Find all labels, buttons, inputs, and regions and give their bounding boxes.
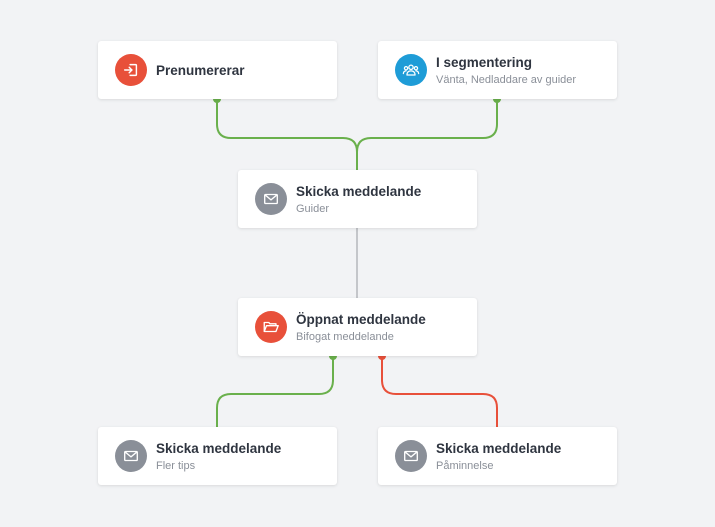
connector-subscribe-to-send [216, 99, 358, 170]
enter-icon [115, 54, 147, 86]
group-icon [395, 54, 427, 86]
node-in-segment[interactable]: I segmentering Vänta, Nedladdare av guid… [378, 41, 617, 99]
mail-icon [395, 440, 427, 472]
connector-opened-to-reminder [381, 356, 498, 427]
node-subtitle: Påminnelse [436, 460, 494, 472]
node-send-message-reminder[interactable]: Skicka meddelande Påminnelse [378, 427, 617, 485]
folder-open-icon [255, 311, 287, 343]
node-subtitle: Vänta, Nedladdare av guider [436, 74, 577, 86]
connector-segment-to-send [356, 99, 498, 170]
mail-icon [255, 183, 287, 215]
node-title: Skicka meddelande [296, 184, 422, 199]
connector-opened-to-more-tips [216, 356, 334, 427]
node-title: Öppnat meddelande [296, 312, 426, 327]
node-send-message-guides[interactable]: Skicka meddelande Guider [238, 170, 477, 228]
mail-icon [115, 440, 147, 472]
node-subtitle: Guider [296, 203, 330, 215]
node-title: Skicka meddelande [156, 441, 282, 456]
node-opened-message[interactable]: Öppnat meddelande Bifogat meddelande [238, 298, 477, 356]
node-subtitle: Bifogat meddelande [296, 331, 394, 343]
node-subtitle: Fler tips [156, 460, 196, 472]
node-title: Skicka meddelande [436, 441, 562, 456]
node-subscribes[interactable]: Prenumererar [98, 41, 337, 99]
node-title: Prenumererar [156, 63, 245, 78]
node-title: I segmentering [436, 55, 533, 70]
node-send-message-more-tips[interactable]: Skicka meddelande Fler tips [98, 427, 337, 485]
